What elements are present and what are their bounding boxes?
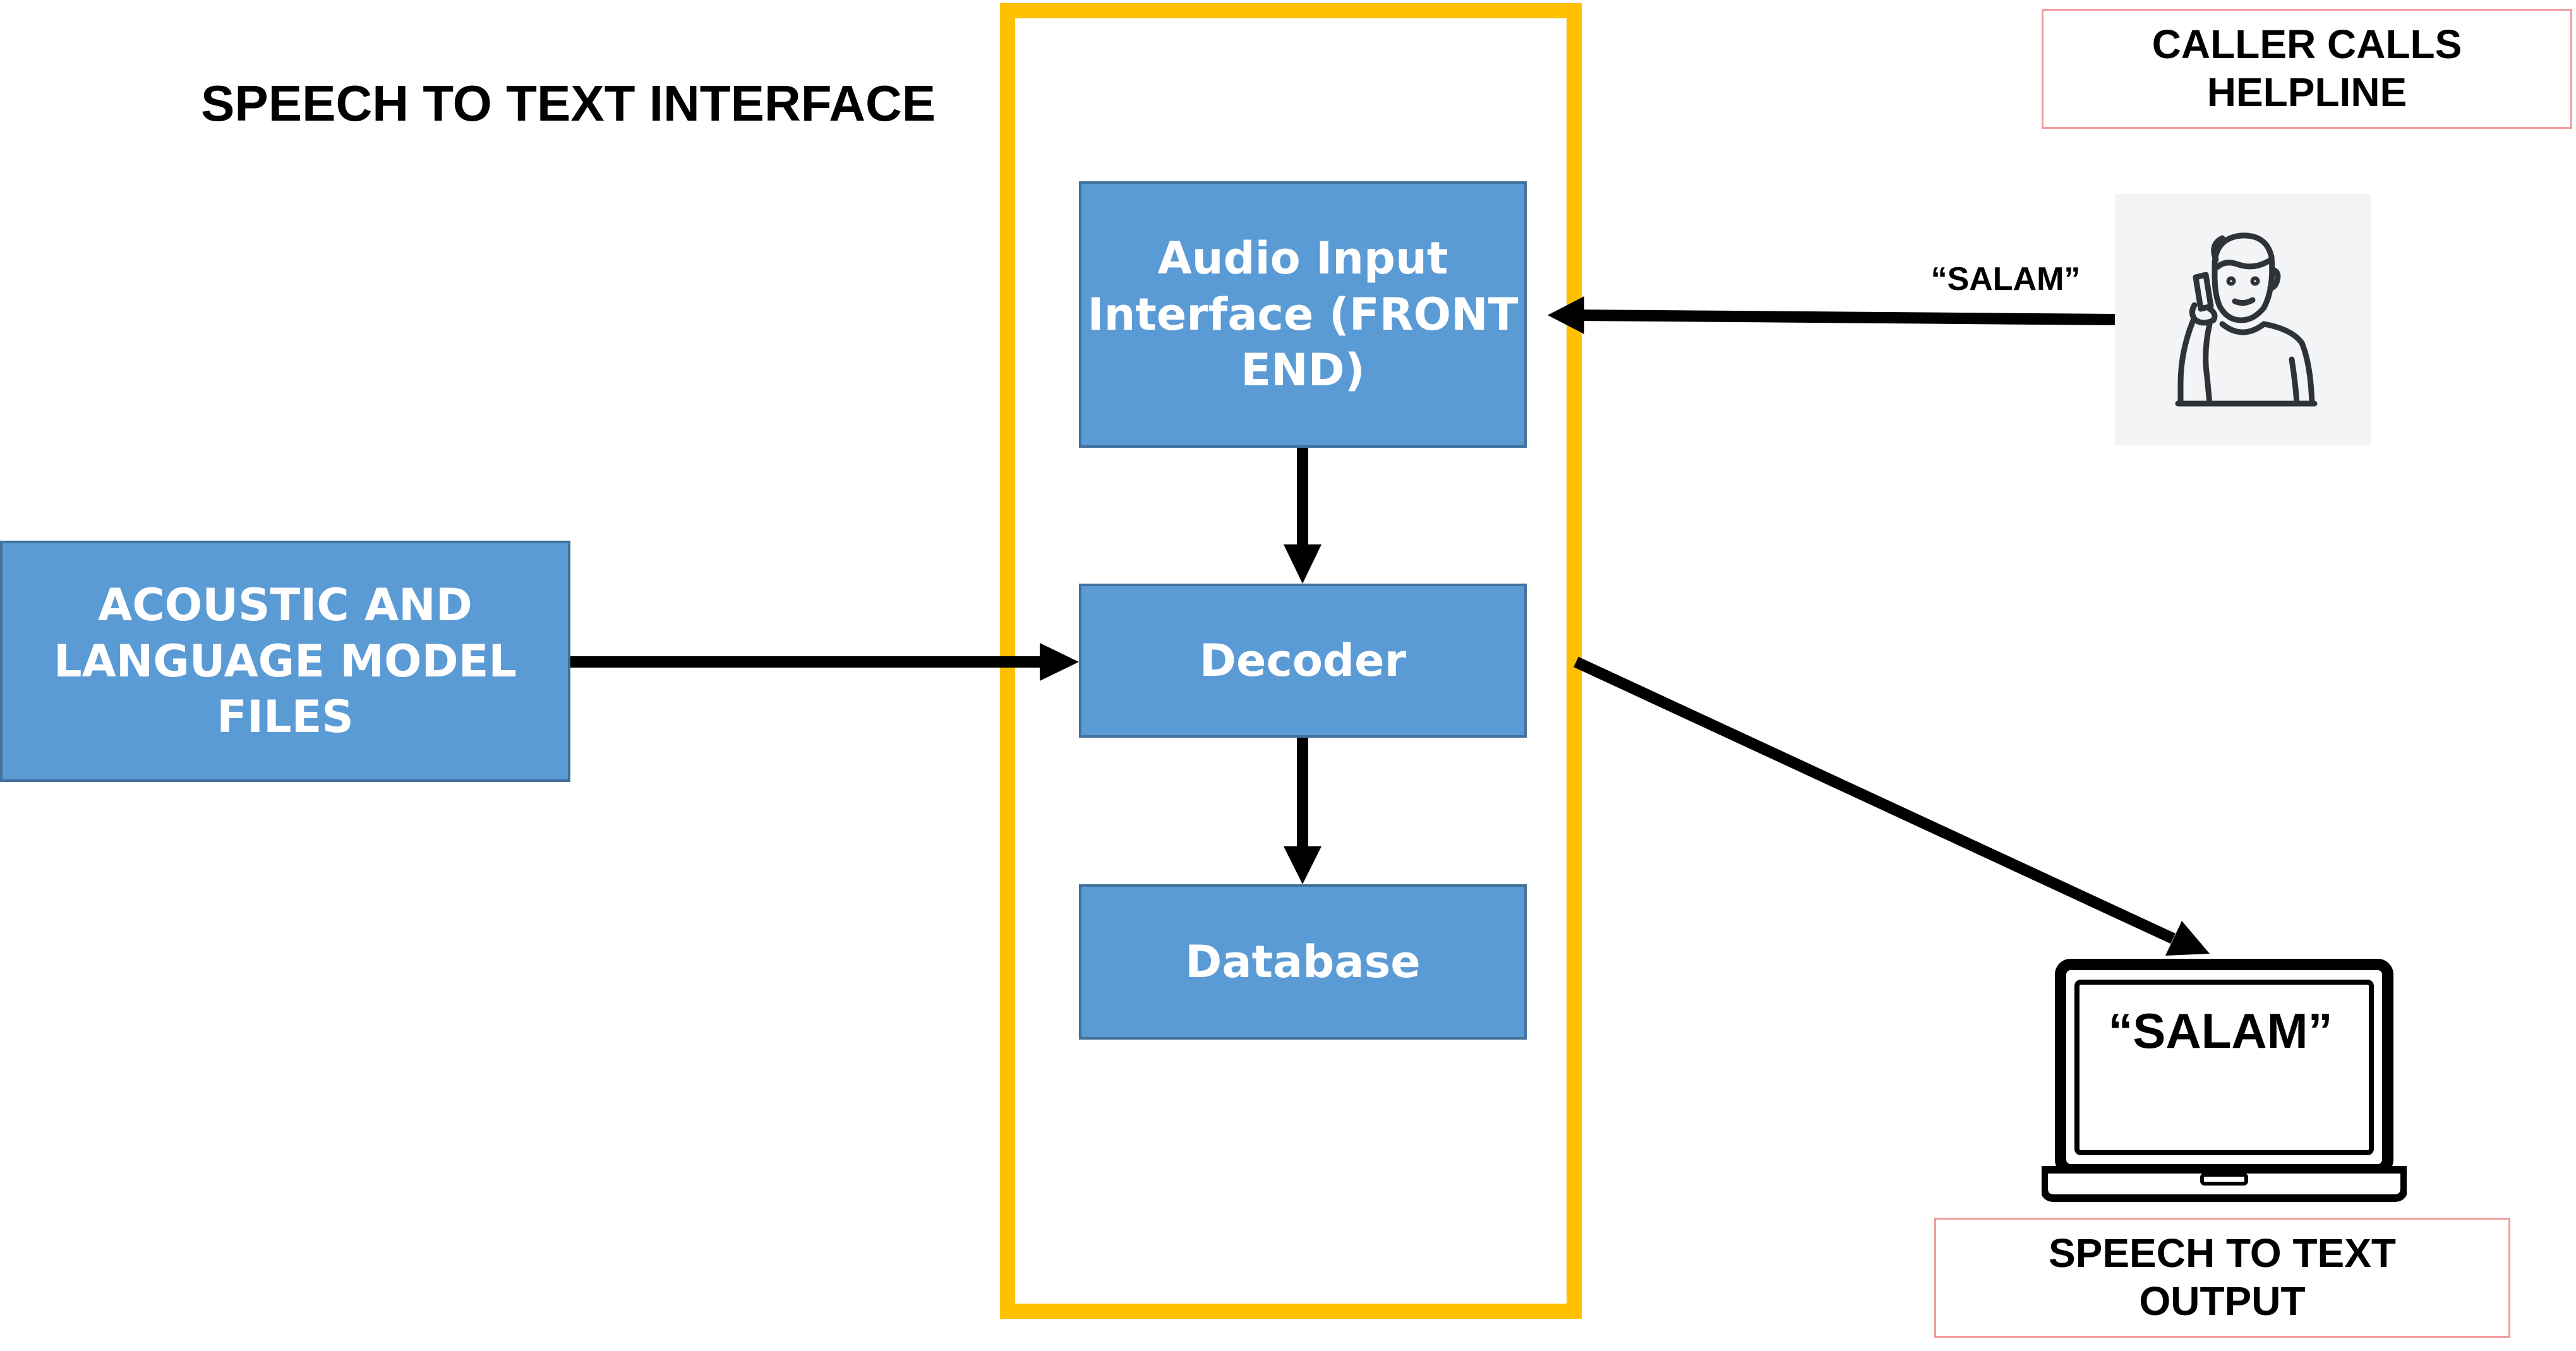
arrowhead-database	[1284, 846, 1321, 884]
arrow-decoder-to-laptop	[1574, 656, 2176, 944]
caller-on-phone-icon	[2175, 232, 2318, 407]
caller-icon-tile	[2115, 194, 2371, 445]
audio-input-box: Audio Input Interface (FRONT END)	[1079, 181, 1527, 448]
output-label-box: SPEECH TO TEXT OUTPUT	[1934, 1218, 2510, 1338]
acoustic-line-3: FILES	[217, 691, 354, 743]
database-box: Database	[1079, 884, 1527, 1040]
arrowhead-decoder-top	[1284, 544, 1321, 584]
decoder-label: Decoder	[1199, 634, 1407, 687]
laptop-screen-text: “SALAM”	[2108, 1003, 2333, 1059]
laptop	[2040, 958, 2408, 1203]
arrow-caller-to-audio	[1579, 309, 2116, 325]
acoustic-line-1: ACOUSTIC AND	[98, 579, 472, 631]
arrowhead-laptop	[2165, 921, 2210, 956]
audio-input-label: Audio Input Interface (FRONT END)	[1087, 232, 1519, 397]
caller-speech-text: “SALAM”	[1930, 261, 2081, 297]
acoustic-line-2: LANGUAGE MODEL	[53, 635, 517, 687]
arrowhead-audio	[1548, 296, 1584, 334]
diagram-title: SPEECH TO TEXT INTERFACE	[201, 75, 936, 131]
acoustic-model-box: ACOUSTIC AND LANGUAGE MODEL FILES	[0, 541, 570, 782]
decoder-box: Decoder	[1079, 584, 1527, 738]
acoustic-model-label: ACOUSTIC AND LANGUAGE MODEL FILES	[54, 577, 517, 746]
laptop-icon	[2040, 959, 2408, 1202]
database-label: Database	[1185, 935, 1421, 988]
output-label: SPEECH TO TEXT OUTPUT	[2048, 1230, 2397, 1324]
caller-label-box: CALLER CALLS HELPLINE	[2042, 9, 2572, 129]
arrowhead-decoder-left	[1040, 643, 1079, 681]
caller-label: CALLER CALLS HELPLINE	[2152, 21, 2462, 115]
